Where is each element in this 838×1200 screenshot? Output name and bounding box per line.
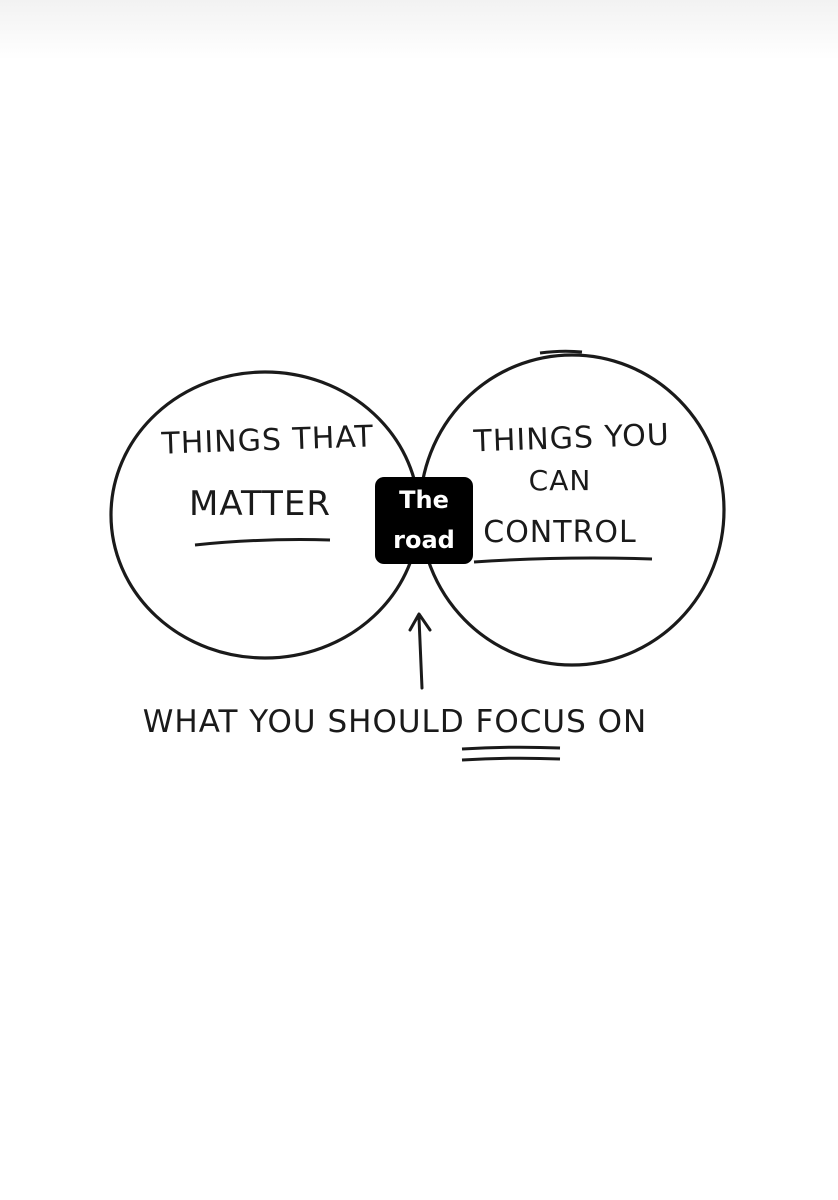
left-label-underline xyxy=(194,538,331,547)
left-circle-label-line-2: MATTER xyxy=(189,484,331,524)
right-circle-label-line-1: THINGS YOU xyxy=(472,418,670,460)
right-circle-label-line-3: CONTROL xyxy=(483,515,637,550)
right-circle-label-line-2: CAN xyxy=(529,464,592,497)
focus-arrow xyxy=(408,612,432,690)
the-road-label-line-1: The xyxy=(399,486,449,514)
the-road-label: The road xyxy=(375,477,473,564)
left-circle-label-line-1: THINGS THAT xyxy=(160,419,374,461)
bottom-caption-before: WHAT YOU SHOULD xyxy=(143,704,476,740)
the-road-label-line-2: road xyxy=(393,526,455,554)
right-label-underline xyxy=(473,556,653,564)
top-shade xyxy=(0,0,838,60)
bottom-caption-emphasis: FOCUS xyxy=(476,704,587,740)
bottom-caption: WHAT YOU SHOULD FOCUS ON xyxy=(143,704,648,740)
focus-underline-1 xyxy=(461,745,561,751)
focus-underline-2 xyxy=(461,756,561,762)
bottom-caption-after: ON xyxy=(587,704,647,740)
right-circle-overstroke xyxy=(539,349,583,355)
